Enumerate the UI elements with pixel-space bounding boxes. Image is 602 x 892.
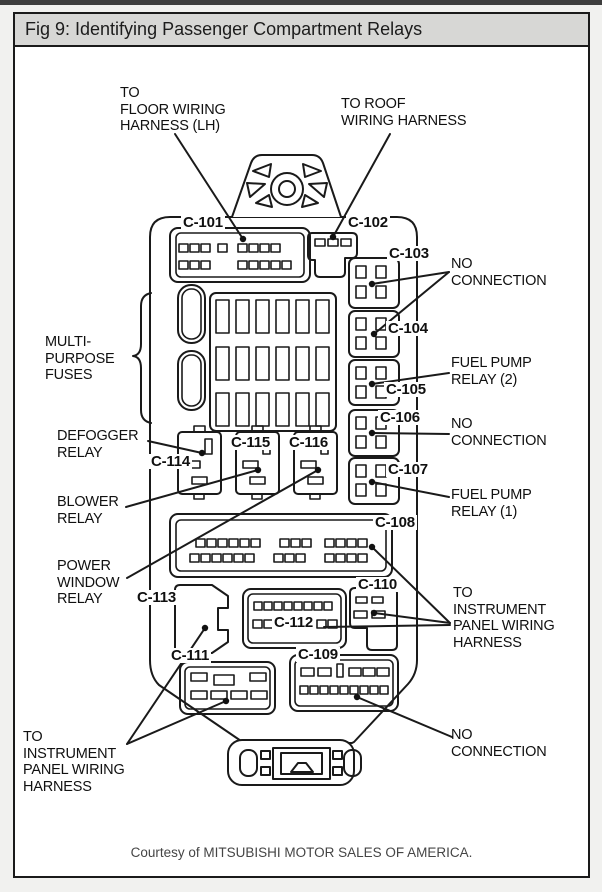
label-c106: C-106 [378,409,422,426]
label-multipurpose-fuses: MULTI- PURPOSE FUSES [45,334,115,384]
connector-c109 [289,654,399,712]
label-fuel-pump-relay-2: FUEL PUMP RELAY (2) [451,355,532,388]
label-instrument-panel-right: TO INSTRUMENT PANEL WIRING HARNESS [453,585,555,651]
label-c109: C-109 [296,646,340,663]
label-floor-harness: TO FLOOR WIRING HARNESS (LH) [120,85,226,135]
label-c101: C-101 [181,214,225,231]
label-c116: C-116 [287,434,331,451]
label-c113: C-113 [135,589,179,606]
bottom-mounting-bracket [227,739,362,786]
label-c114: C-114 [149,453,193,470]
connector-c111 [179,661,276,715]
label-c115: C-115 [229,434,273,451]
label-c110: C-110 [356,576,400,593]
label-defogger-relay: DEFOGGER RELAY [57,428,139,461]
label-no-connection-top: NO CONNECTION [451,256,547,289]
callout-dots [198,233,378,705]
label-c105: C-105 [384,381,428,398]
window-top-bar [0,0,602,5]
label-c102: C-102 [346,214,390,231]
figure-title: Fig 9: Identifying Passenger Compartment… [13,12,590,47]
label-c108: C-108 [373,514,417,531]
label-c107: C-107 [386,461,430,478]
courtesy-text: Courtesy of MITSUBISHI MOTOR SALES OF AM… [130,845,473,860]
label-no-connection-bottom: NO CONNECTION [451,727,547,760]
label-power-window-relay: POWER WINDOW RELAY [57,558,120,608]
top-mounting-bracket [231,154,342,218]
label-instrument-panel-bottom: TO INSTRUMENT PANEL WIRING HARNESS [23,729,125,795]
connector-c101 [169,227,311,283]
label-blower-relay: BLOWER RELAY [57,494,119,527]
connector-c102 [307,232,358,278]
label-no-connection-mid: NO CONNECTION [451,416,547,449]
label-fuel-pump-relay-1: FUEL PUMP RELAY (1) [451,487,532,520]
connector-c112 [242,588,347,649]
label-c111: C-111 [169,647,212,664]
label-roof-harness: TO ROOF WIRING HARNESS [341,96,467,129]
connector-c108 [169,513,393,578]
label-c104: C-104 [386,320,430,337]
label-c103: C-103 [387,245,431,262]
multipurpose-fuses-brace [132,292,152,424]
label-c112: C-112 [272,614,316,631]
fuse-box-outline [149,216,418,744]
